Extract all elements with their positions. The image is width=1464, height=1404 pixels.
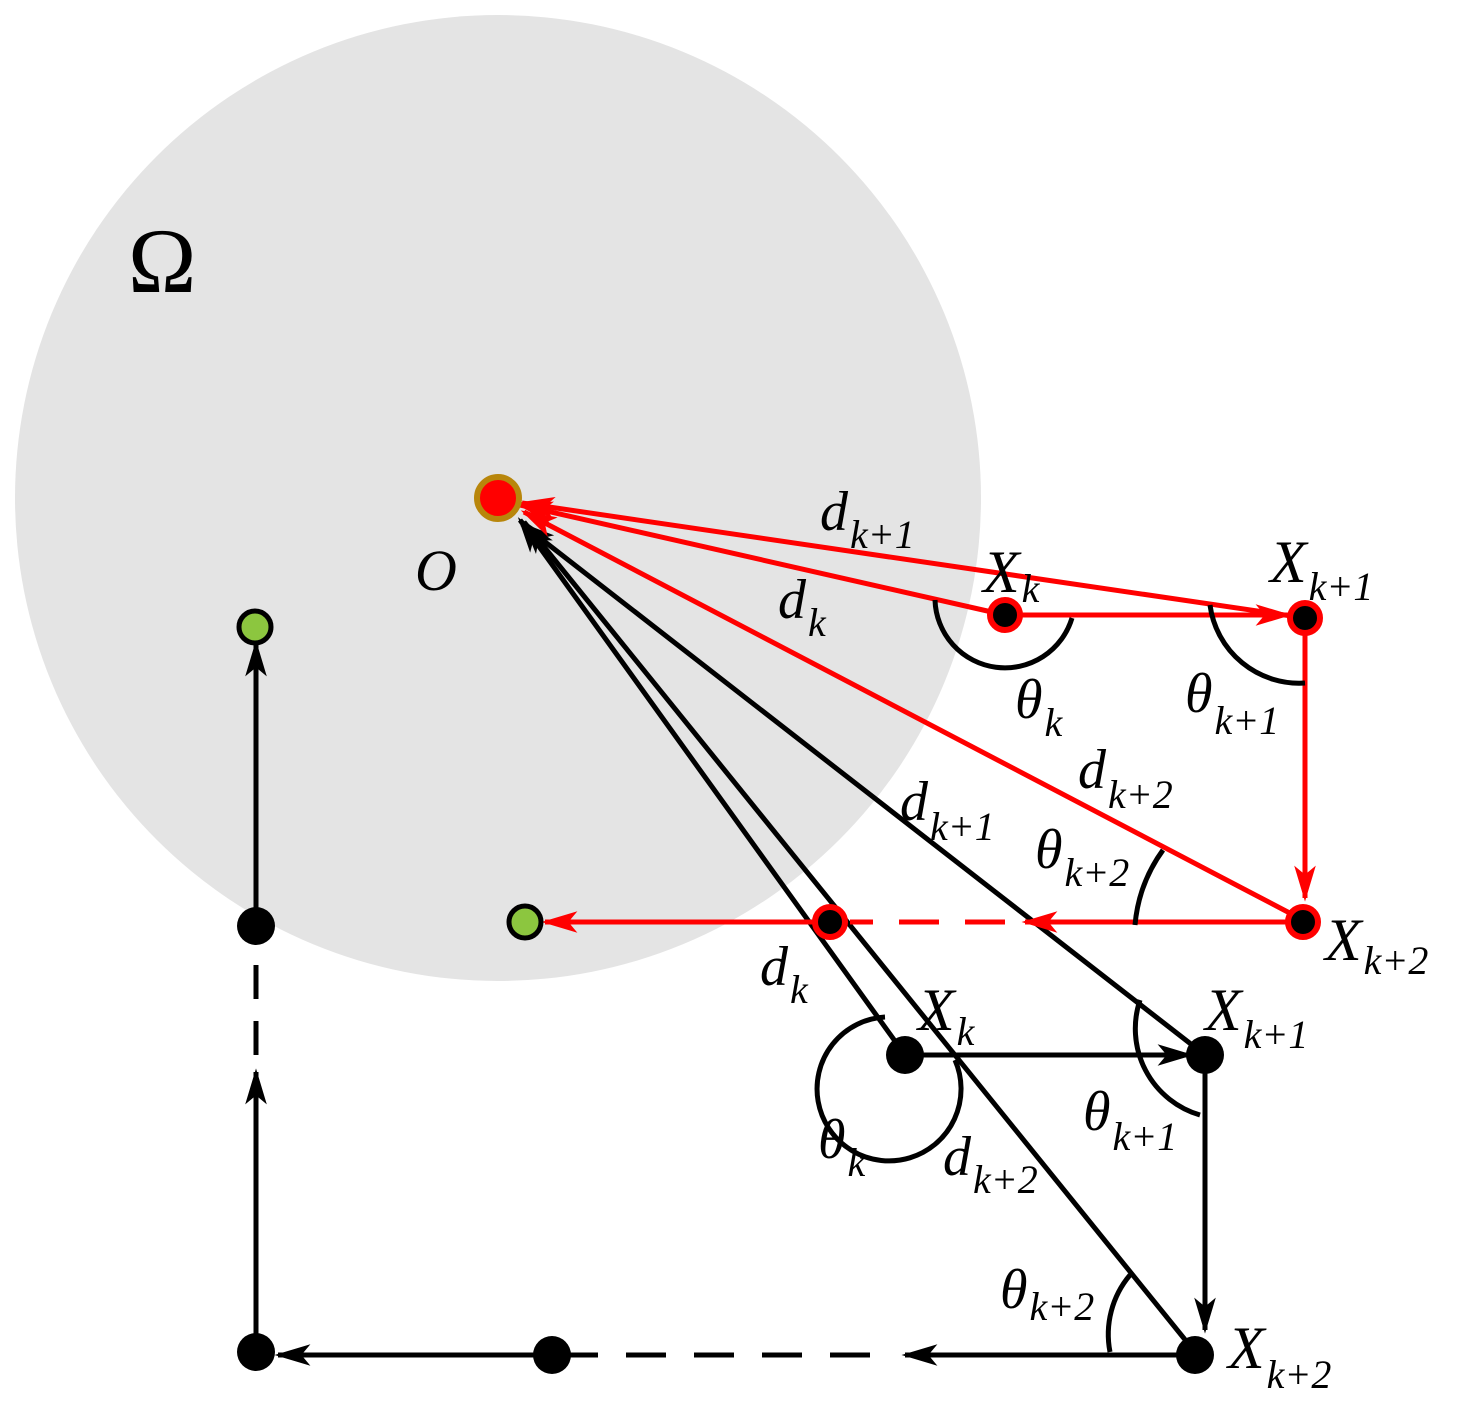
- origin-label: O: [415, 538, 457, 603]
- black-label-dk1: dk+1: [900, 771, 995, 849]
- outer-point-mid: [237, 907, 275, 945]
- black-label-xk1: Xk+1: [1203, 977, 1308, 1057]
- green-point-upper: [236, 608, 274, 646]
- region-omega-label: Ω: [128, 210, 196, 312]
- red-label-xk2: Xk+2: [1323, 907, 1428, 983]
- black-label-theta-k1: θk+1: [1083, 1081, 1177, 1159]
- red-label-dk1: dk+1: [820, 481, 915, 557]
- black-label-dk: dk: [760, 936, 809, 1012]
- black-label-theta-k2: θk+2: [1000, 1259, 1094, 1329]
- outer-point-corner: [237, 1333, 275, 1371]
- black-theta-k2-arc: [1105, 1273, 1132, 1353]
- red-theta-k1-arc: [1207, 604, 1306, 686]
- red-point-mid: [812, 904, 848, 940]
- red-point-xk: [987, 597, 1023, 633]
- black-theta-k1-arc: [1132, 999, 1201, 1118]
- black-point-xk: [886, 1036, 924, 1074]
- red-point-xk1: [1287, 600, 1323, 636]
- black-point-xk1: [1186, 1036, 1224, 1074]
- red-point-xk2: [1285, 904, 1321, 940]
- black-path: [517, 517, 1216, 1366]
- origin-point: [474, 474, 522, 522]
- red-label-dk: dk: [778, 569, 827, 645]
- black-label-theta-k: θk: [818, 1109, 867, 1185]
- black-theta-k-arc: [814, 1014, 964, 1164]
- black-label-xk2: Xk+2: [1226, 1315, 1331, 1397]
- red-label-xk1: Xk+1: [1268, 529, 1373, 609]
- green-point-lower: [506, 903, 544, 941]
- black-outer-path: [245, 640, 552, 1366]
- black-point-mid: [533, 1336, 571, 1374]
- red-label-theta-k: θk: [1015, 669, 1064, 745]
- red-theta-k-arc: [932, 599, 1075, 671]
- red-theta-k2-arc: [1132, 848, 1166, 926]
- black-point-xk2: [1176, 1336, 1214, 1374]
- red-label-theta-k2: θk+2: [1035, 819, 1129, 895]
- black-label-dk2: dk+2: [943, 1126, 1038, 1202]
- black-label-xk: Xk: [916, 977, 976, 1054]
- red-path: [516, 497, 1316, 933]
- red-label-theta-k1: θk+1: [1185, 663, 1279, 743]
- red-label-dk2: dk+2: [1078, 739, 1173, 817]
- red-label-xk: Xk: [981, 539, 1041, 611]
